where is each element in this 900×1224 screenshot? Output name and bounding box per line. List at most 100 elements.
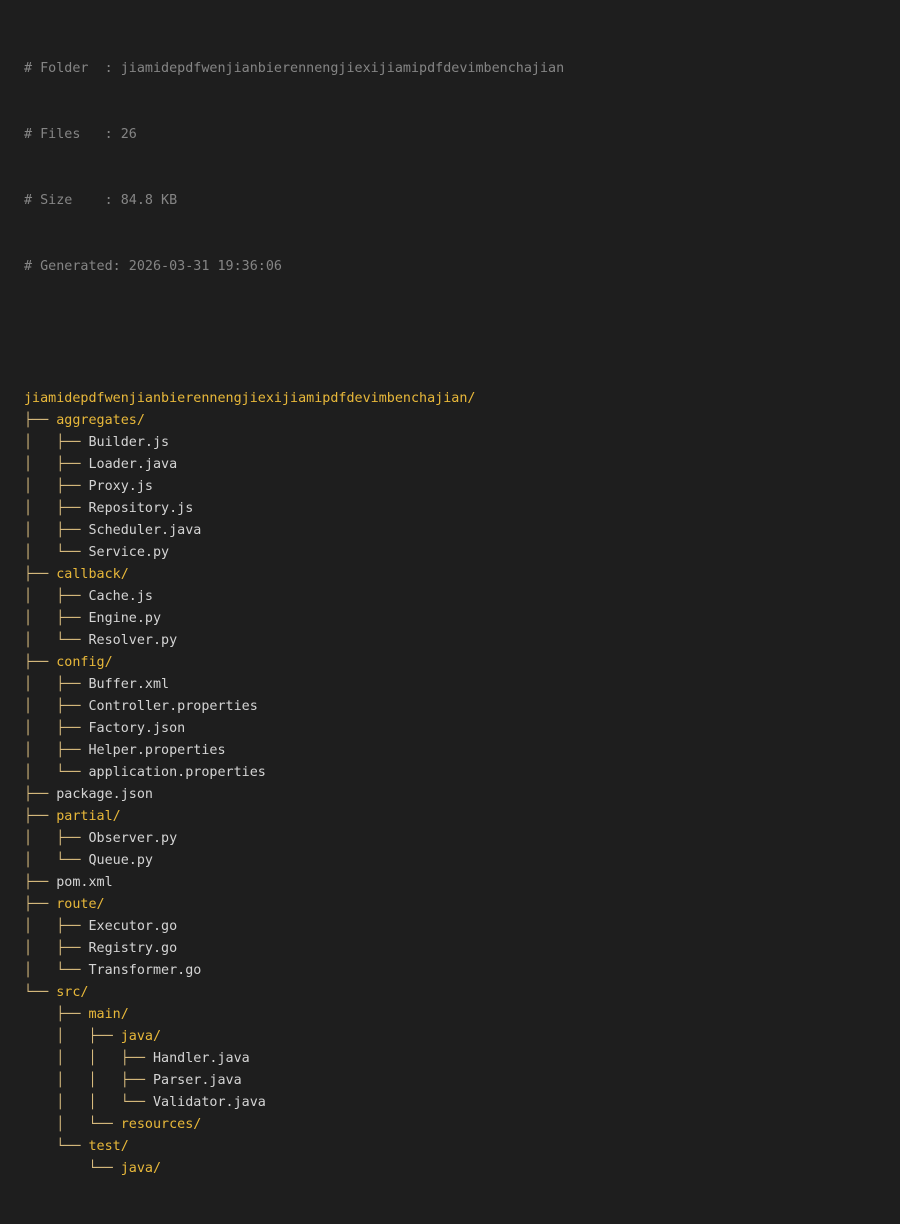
tree-branch-glyph: ├── bbox=[24, 897, 57, 912]
files-count-comment: # Files : 26 bbox=[24, 127, 137, 142]
tree-branch-glyph: │ ├── bbox=[24, 699, 89, 714]
tree-row-file: │ ├── Loader.java bbox=[24, 454, 564, 476]
folder-name: jiamidepdfwenjianbierennengjiexijiamipdf… bbox=[24, 391, 476, 406]
tree-row-file: │ └── Resolver.py bbox=[24, 630, 564, 652]
tree-row-file: │ ├── Buffer.xml bbox=[24, 674, 564, 696]
file-name: Resolver.py bbox=[88, 633, 178, 648]
tree-branch-glyph: │ │ ├── bbox=[24, 1051, 153, 1066]
folder-name: test/ bbox=[88, 1139, 129, 1154]
tree-row-file: │ │ ├── Parser.java bbox=[24, 1070, 564, 1092]
file-name: Executor.go bbox=[88, 919, 178, 934]
tree-row-file: │ ├── Executor.go bbox=[24, 916, 564, 938]
tree-row-folder: │ └── resources/ bbox=[24, 1114, 564, 1136]
tree-row-folder: ├── partial/ bbox=[24, 806, 564, 828]
tree-row-file: │ └── application.properties bbox=[24, 762, 564, 784]
tree-branch-glyph: └── bbox=[24, 985, 57, 1000]
tree-branch-glyph: │ └── bbox=[24, 853, 89, 868]
tree-branch-glyph: │ ├── bbox=[24, 721, 89, 736]
file-name: Parser.java bbox=[153, 1073, 242, 1088]
tree-branch-glyph: │ │ ├── bbox=[24, 1073, 153, 1088]
tree-branch-glyph: │ └── bbox=[24, 633, 89, 648]
tree-row-file: ├── pom.xml bbox=[24, 872, 564, 894]
tree-branch-glyph: └── bbox=[24, 1139, 89, 1154]
tree-row-file: │ ├── Factory.json bbox=[24, 718, 564, 740]
tree-row-folder: ├── callback/ bbox=[24, 564, 564, 586]
tree-branch-glyph: │ ├── bbox=[24, 941, 89, 956]
tree-branch-glyph: │ ├── bbox=[24, 589, 89, 604]
tree-branch-glyph: │ └── bbox=[24, 1117, 121, 1132]
folder-name: main/ bbox=[88, 1007, 129, 1022]
tree-row-file: │ ├── Observer.py bbox=[24, 828, 564, 850]
tree-branch-glyph: │ ├── bbox=[24, 677, 89, 692]
file-name: Cache.js bbox=[88, 589, 154, 604]
file-name: Controller.properties bbox=[88, 699, 258, 714]
size-comment: # Size : 84.8 KB bbox=[24, 193, 178, 208]
tree-row-folder: jiamidepdfwenjianbierennengjiexijiamipdf… bbox=[24, 388, 564, 410]
tree-branch-glyph: │ ├── bbox=[24, 501, 89, 516]
file-name: Engine.py bbox=[88, 611, 162, 626]
blank-line bbox=[24, 322, 564, 344]
tree-row-file: │ ├── Builder.js bbox=[24, 432, 564, 454]
tree-branch-glyph: │ ├── bbox=[24, 743, 89, 758]
tree-branch-glyph: ├── bbox=[24, 655, 57, 670]
file-name: package.json bbox=[56, 787, 153, 802]
folder-name: callback/ bbox=[56, 567, 129, 582]
tree-viewer: # Folder : jiamidepdfwenjianbierennengji… bbox=[24, 61, 565, 1176]
tree-branch-glyph: │ ├── bbox=[24, 919, 89, 934]
folder-name: src/ bbox=[56, 985, 89, 1000]
tree-row-folder: └── src/ bbox=[24, 982, 564, 1004]
tree-row-file: │ ├── Controller.properties bbox=[24, 696, 564, 718]
tree-branch-glyph: │ ├── bbox=[24, 611, 89, 626]
tree-row-folder: ├── config/ bbox=[24, 652, 564, 674]
tree-row-file: │ ├── Registry.go bbox=[24, 938, 564, 960]
tree-branch-glyph: ├── bbox=[24, 875, 57, 890]
file-name: Repository.js bbox=[88, 501, 194, 516]
tree-row-file: │ │ ├── Handler.java bbox=[24, 1048, 564, 1070]
file-name: Service.py bbox=[88, 545, 170, 560]
folder-comment: # Folder : jiamidepdfwenjianbierennengji… bbox=[24, 61, 565, 76]
file-name: Registry.go bbox=[88, 941, 178, 956]
folder-name: partial/ bbox=[56, 809, 121, 824]
folder-name: java/ bbox=[120, 1161, 162, 1176]
file-name: Proxy.js bbox=[88, 479, 154, 494]
tree-row-file: │ ├── Scheduler.java bbox=[24, 520, 564, 542]
tree-branch-glyph: │ ├── bbox=[24, 523, 89, 538]
tree-branch-glyph: ├── bbox=[24, 787, 57, 802]
file-name: Transformer.go bbox=[88, 963, 202, 978]
tree-branch-glyph: │ ├── bbox=[24, 435, 89, 450]
file-name: application.properties bbox=[88, 765, 266, 780]
file-name: Queue.py bbox=[88, 853, 154, 868]
tree-listing: jiamidepdfwenjianbierennengjiexijiamipdf… bbox=[24, 388, 564, 1180]
tree-row-file: │ ├── Helper.properties bbox=[24, 740, 564, 762]
file-name: Observer.py bbox=[88, 831, 178, 846]
file-name: Scheduler.java bbox=[88, 523, 202, 538]
folder-name: config/ bbox=[56, 655, 113, 670]
tree-row-file: │ └── Service.py bbox=[24, 542, 564, 564]
tree-row-folder: ├── route/ bbox=[24, 894, 564, 916]
file-name: Handler.java bbox=[153, 1051, 250, 1066]
file-name: Factory.json bbox=[88, 721, 186, 736]
tree-branch-glyph: └── bbox=[24, 1161, 121, 1176]
tree-branch-glyph: │ │ └── bbox=[24, 1095, 153, 1110]
tree-branch-glyph: ├── bbox=[24, 413, 57, 428]
tree-row-folder: └── java/ bbox=[24, 1158, 564, 1180]
generated-comment: # Generated: 2026-03-31 19:36:06 bbox=[24, 259, 282, 274]
folder-name: aggregates/ bbox=[56, 413, 145, 428]
file-name: Validator.java bbox=[153, 1095, 266, 1110]
tree-branch-glyph: ├── bbox=[24, 809, 57, 824]
file-name: Buffer.xml bbox=[88, 677, 170, 692]
folder-name: route/ bbox=[56, 897, 105, 912]
file-name: Helper.properties bbox=[88, 743, 226, 758]
file-name: pom.xml bbox=[56, 875, 113, 890]
tree-row-folder: └── test/ bbox=[24, 1136, 564, 1158]
tree-row-file: │ ├── Proxy.js bbox=[24, 476, 564, 498]
tree-row-file: │ ├── Repository.js bbox=[24, 498, 564, 520]
tree-branch-glyph: │ └── bbox=[24, 765, 89, 780]
file-name: Loader.java bbox=[88, 457, 178, 472]
file-name: Builder.js bbox=[88, 435, 170, 450]
tree-branch-glyph: │ ├── bbox=[24, 831, 89, 846]
tree-branch-glyph: │ ├── bbox=[24, 457, 89, 472]
tree-row-folder: ├── main/ bbox=[24, 1004, 564, 1026]
tree-row-folder: │ ├── java/ bbox=[24, 1026, 564, 1048]
tree-row-file: │ └── Transformer.go bbox=[24, 960, 564, 982]
